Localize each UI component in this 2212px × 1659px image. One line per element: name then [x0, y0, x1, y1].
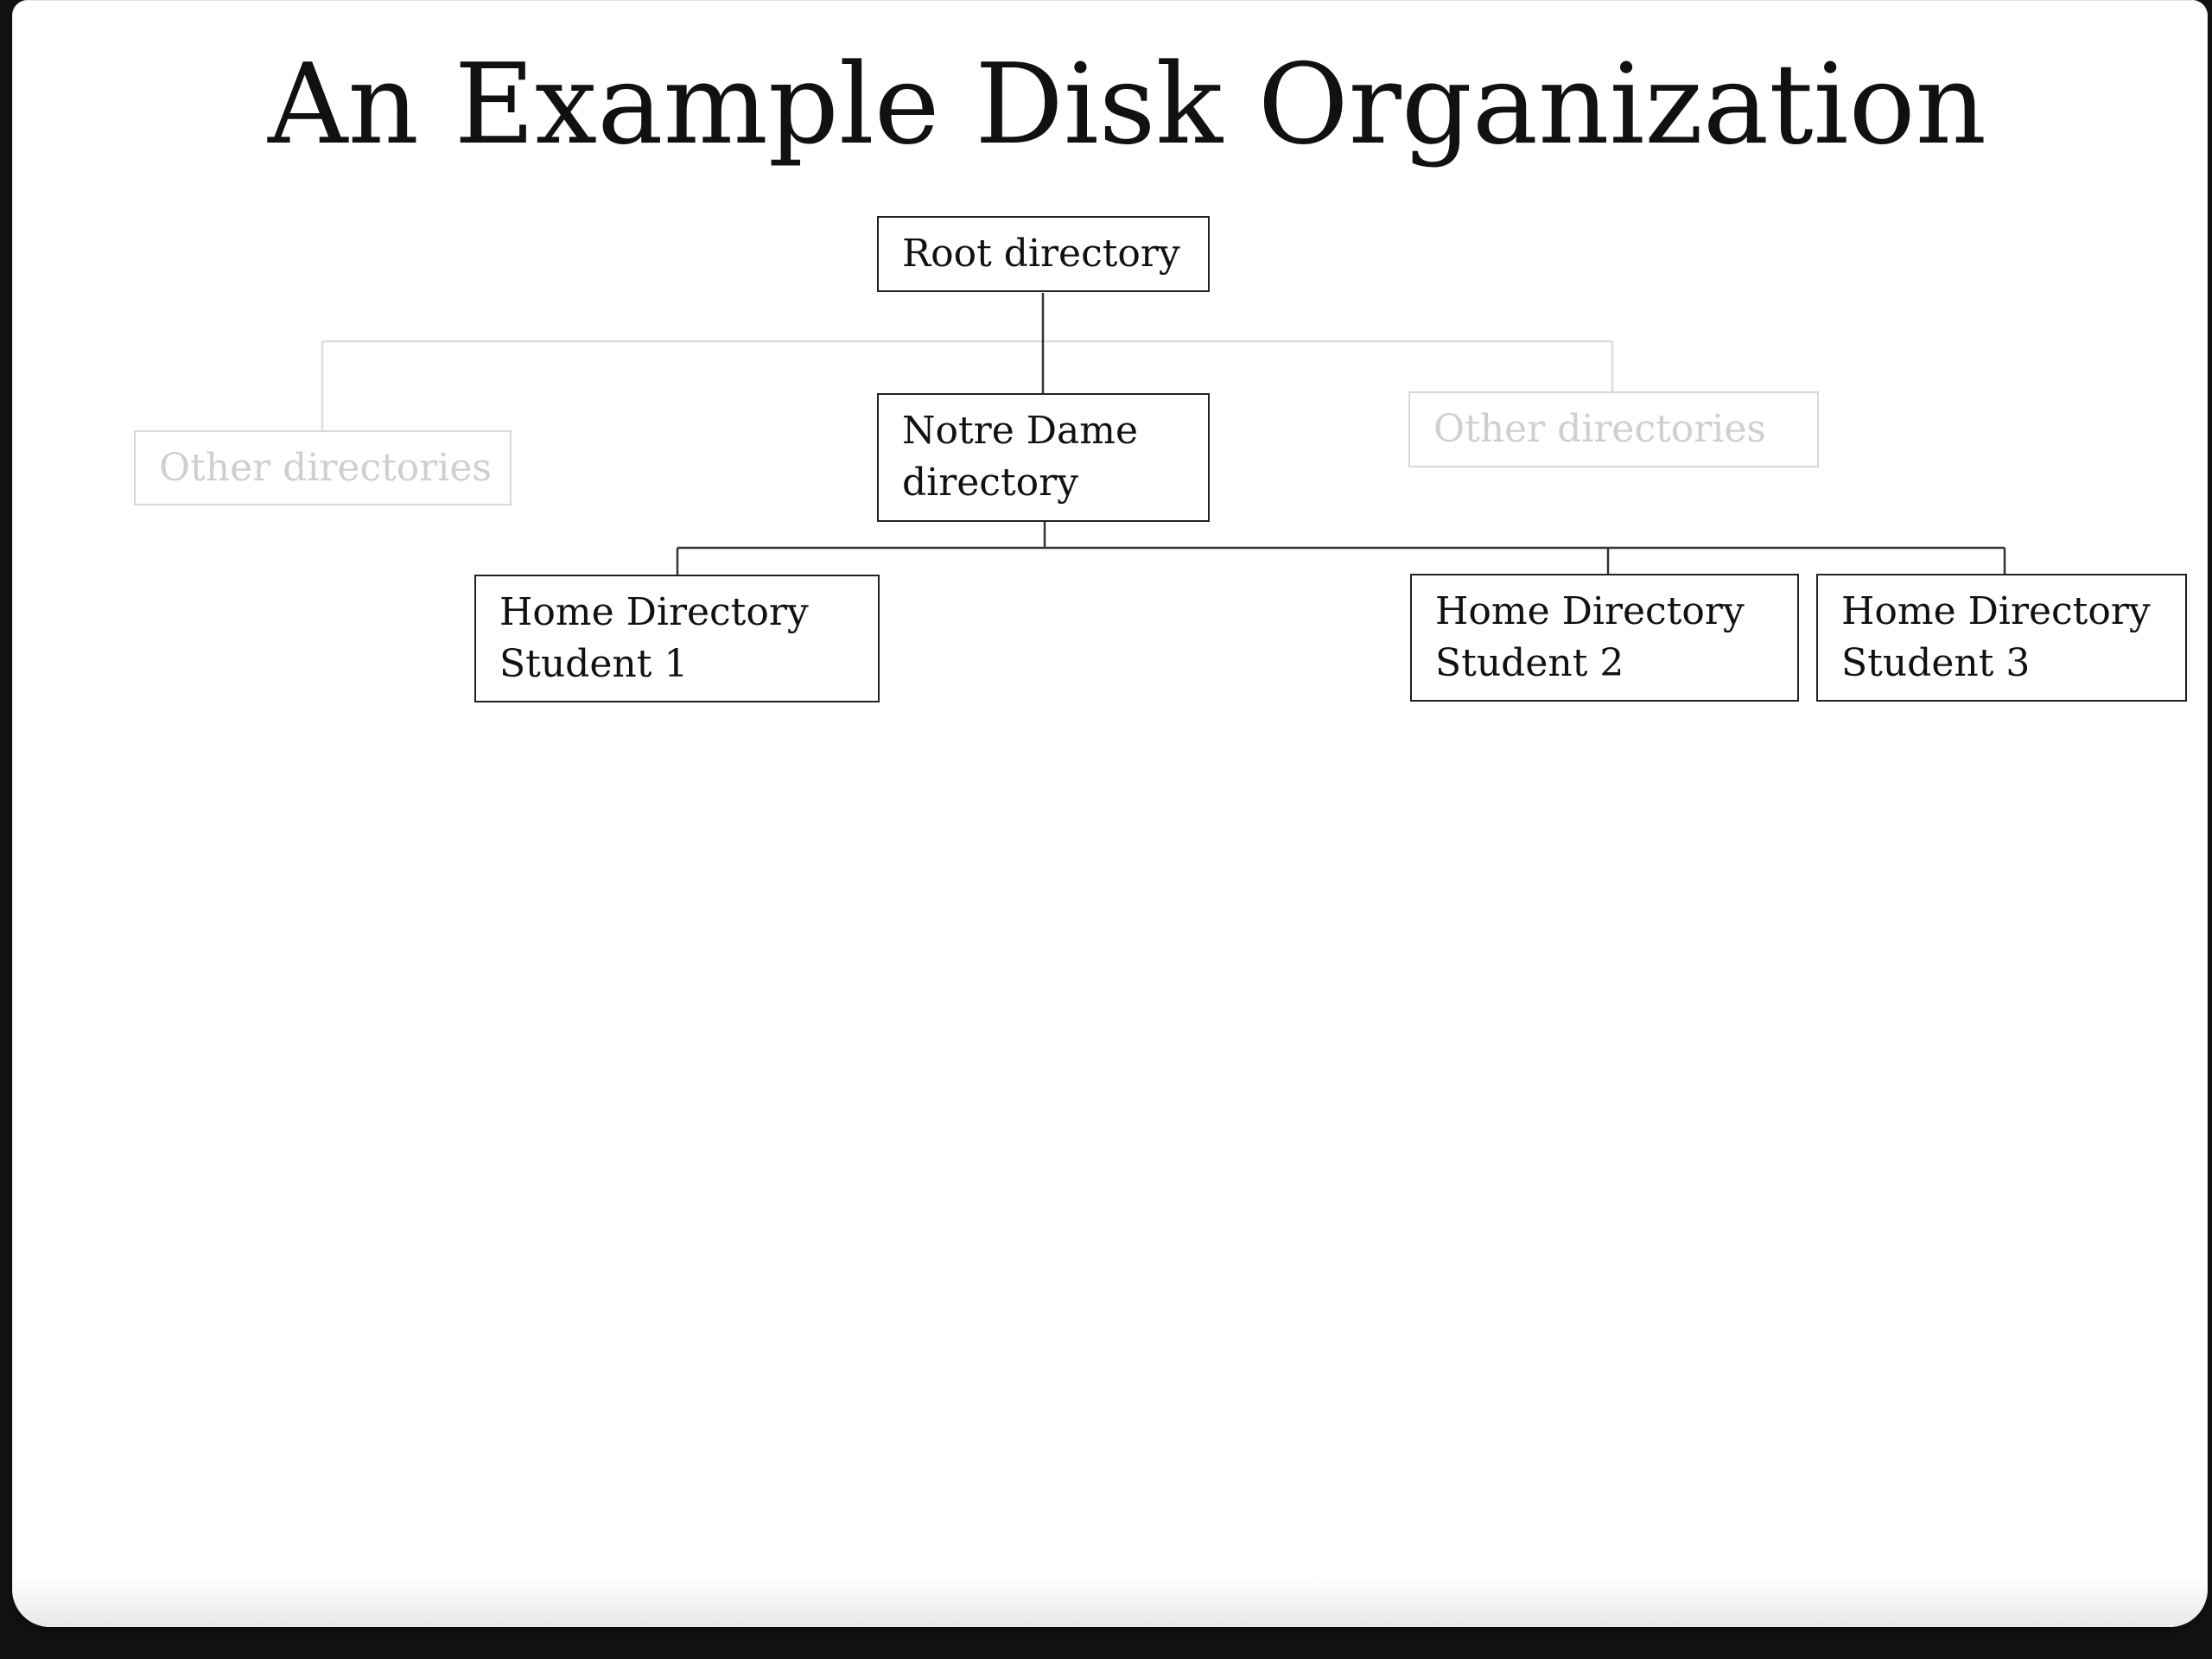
node-home-directory-student-2: Home Directory Student 2 — [1410, 574, 1799, 702]
slide-title: An Example Disk Organization — [268, 41, 1987, 169]
node-notre-dame-directory: Notre Dame directory — [877, 393, 1210, 522]
slide-bottom-shade — [12, 1575, 2208, 1627]
node-home-directory-student-3: Home Directory Student 3 — [1816, 574, 2187, 702]
node-home-directory-student-1: Home Directory Student 1 — [474, 575, 880, 702]
node-other-directories-right: Other directories — [1408, 391, 1819, 467]
node-other-directories-left: Other directories — [134, 430, 512, 505]
node-root-directory: Root directory — [877, 216, 1210, 292]
